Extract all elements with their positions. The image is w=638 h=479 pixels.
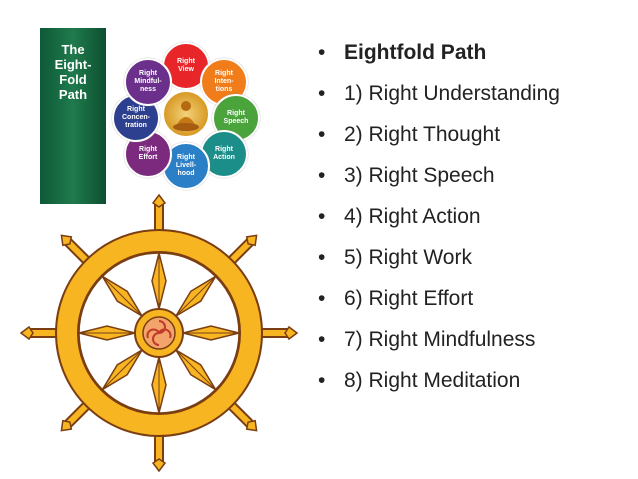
list-item: •7) Right Mindfulness <box>318 328 536 351</box>
wheel-spoke-line <box>102 349 143 390</box>
wheel-knob <box>151 193 167 208</box>
wheel-handle-fill <box>65 239 92 266</box>
buddha-icon <box>173 101 199 131</box>
list-item: •Eightfold Path <box>318 41 487 64</box>
list-item: •5) Right Work <box>318 246 472 269</box>
banner-title: The Eight- Fold Path <box>54 42 92 102</box>
wheel-spoke-line <box>102 276 143 317</box>
list-item: •3) Right Speech <box>318 164 495 187</box>
buddha-image <box>162 90 210 138</box>
wheel-handle-fill <box>65 400 92 427</box>
wheel-spoke-line <box>175 276 216 317</box>
dharma-wheel-icon <box>19 193 299 473</box>
list-item: •2) Right Thought <box>318 123 501 146</box>
wheel-spoke-line <box>175 349 216 390</box>
eightfold-path-banner: The Eight- Fold Path <box>40 28 106 204</box>
wheel-knob <box>284 325 299 341</box>
list-item: •8) Right Meditation <box>318 369 521 392</box>
list-item: •4) Right Action <box>318 205 481 228</box>
list-item: •1) Right Understanding <box>318 82 560 105</box>
wheel-knob <box>60 234 73 247</box>
wheel-knob <box>151 458 167 473</box>
wheel-knob <box>245 419 258 432</box>
eightfold-path-graphic: Right View Right Inten- tions Right Spee… <box>110 40 260 190</box>
wheel-knob <box>19 325 34 341</box>
list-item: •6) Right Effort <box>318 287 474 310</box>
wheel-handle-fill <box>226 400 253 427</box>
wheel-knob <box>245 234 258 247</box>
wheel-handle-fill <box>226 239 253 266</box>
wheel-knob <box>60 419 73 432</box>
petal-right-mindfulness: Right Mindful- ness <box>124 58 172 106</box>
eightfold-path-list: •Eightfold Path •1) Right Understanding … <box>318 40 628 409</box>
